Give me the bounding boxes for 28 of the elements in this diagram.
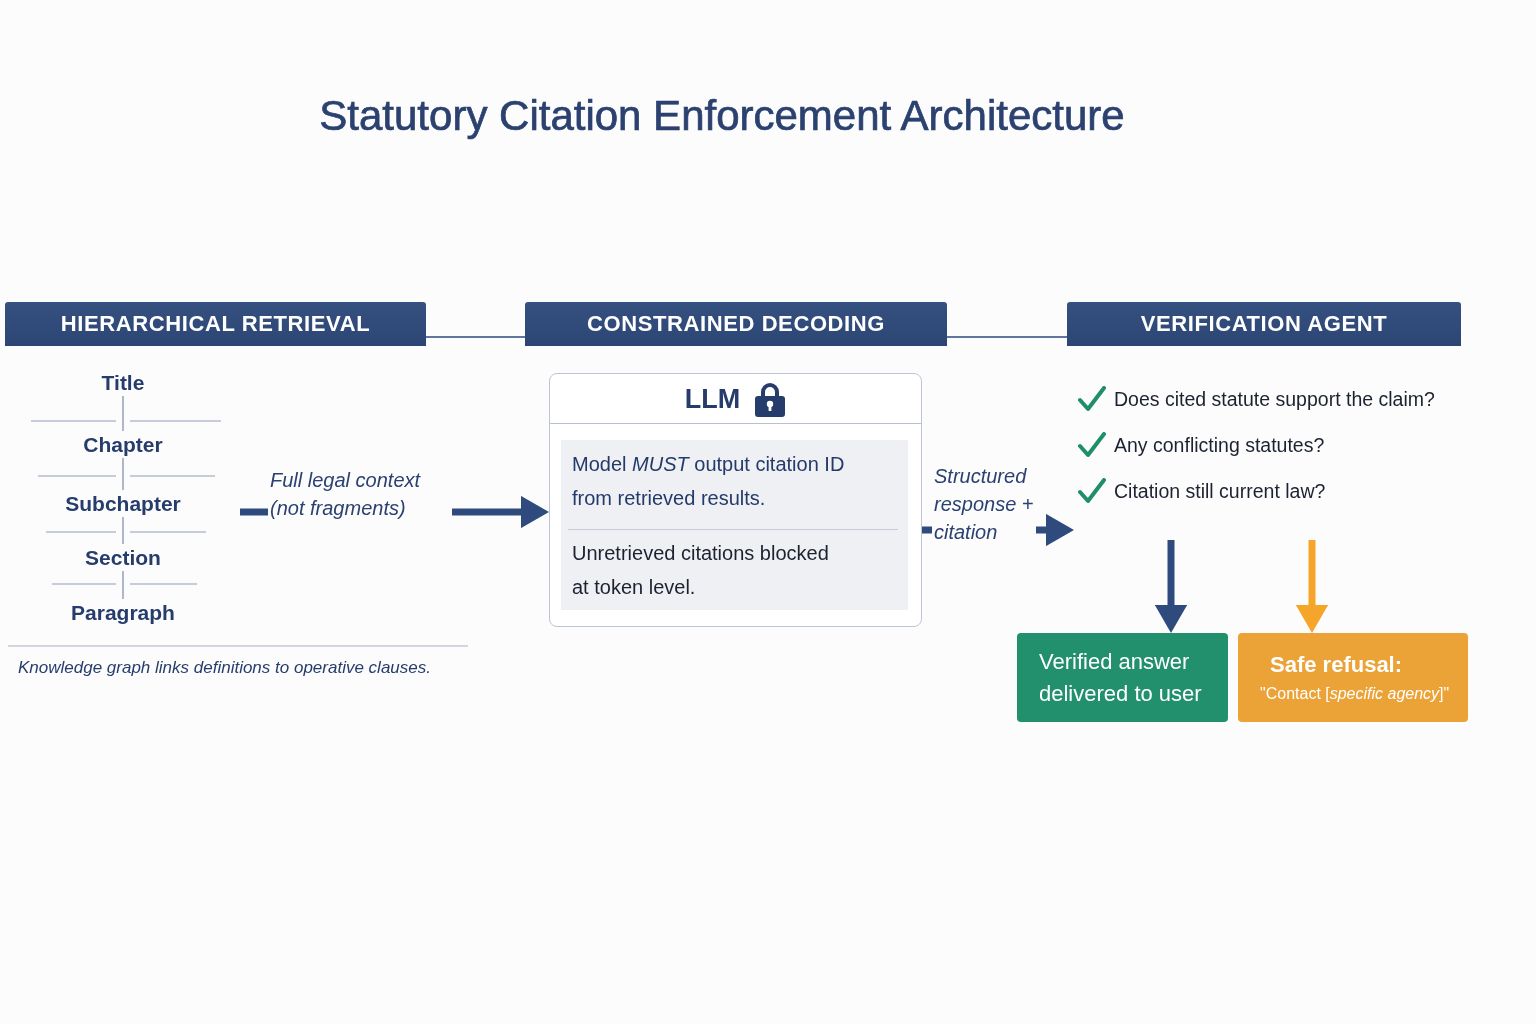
section-header: CONSTRAINED DECODING xyxy=(525,302,947,346)
constraint-note: Unretrieved citations blocked at token level. xyxy=(572,541,830,600)
outcome-card: Verified answer delivered to user xyxy=(1017,633,1228,722)
section-header: HIERARCHICAL RETRIEVAL xyxy=(5,302,426,346)
footnote-text: Knowledge graph links definitions to operative clauses. xyxy=(18,658,431,678)
card-quote: "Contact [specific agency]" xyxy=(1260,683,1451,704)
connector-line xyxy=(122,570,124,600)
hierarchy-level: Chapter xyxy=(53,431,193,458)
panel-title: LLM xyxy=(684,383,741,415)
hierarchy-level: Title xyxy=(53,369,193,396)
diagram-title: Statutory Citation Enforcement Architecture xyxy=(318,91,1126,141)
connector-line xyxy=(122,457,124,491)
section-header: VERIFICATION AGENT xyxy=(1067,302,1461,346)
hierarchy-level: Subchapter xyxy=(43,490,203,517)
checklist-item: Does cited statute support the claim? xyxy=(1114,387,1435,411)
outcome-card xyxy=(1238,633,1468,722)
connector-line xyxy=(946,336,1068,338)
llm-panel xyxy=(549,373,922,627)
constraint-note: Model MUST output citation ID from retrieved results. xyxy=(572,452,846,511)
connector-line xyxy=(122,395,124,432)
hierarchy-level: Paragraph xyxy=(53,599,193,626)
checklist-item: Citation still current law? xyxy=(1114,479,1326,503)
connector-line xyxy=(425,336,526,338)
hierarchy-level: Section xyxy=(53,544,193,571)
connector-line xyxy=(122,516,124,545)
constraint-panel xyxy=(561,440,908,610)
checklist-item: Any conflicting statutes? xyxy=(1114,433,1325,457)
card-heading: Safe refusal: xyxy=(1269,650,1404,679)
